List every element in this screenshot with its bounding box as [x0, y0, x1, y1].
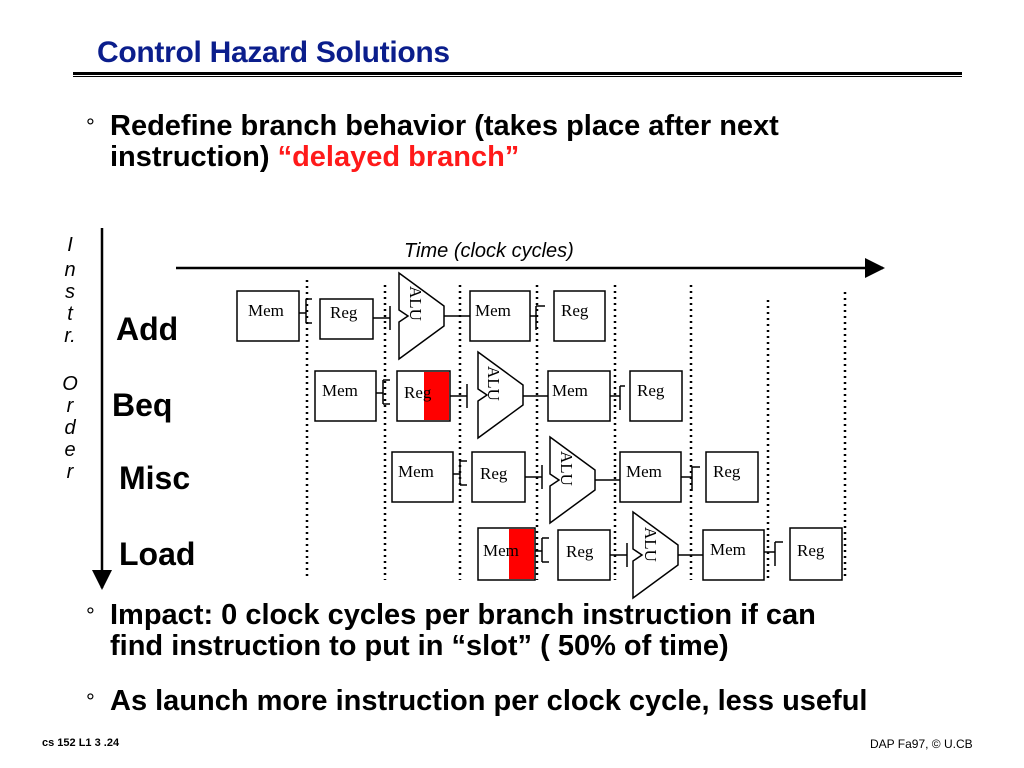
- alu-stage-shape: [632, 510, 679, 600]
- stage-connector: [681, 466, 700, 491]
- axis-letter: r: [66, 395, 74, 417]
- alu-stage-label: ALU: [641, 527, 660, 562]
- bullet-impact: ° Impact: 0 clock cycles per branch inst…: [86, 600, 986, 664]
- stage-connector: [530, 305, 545, 330]
- stage-connector: [610, 385, 625, 410]
- axis-letter: t: [67, 303, 73, 325]
- reg-stage-label: Reg: [566, 542, 594, 561]
- alu-stage-label: ALU: [406, 286, 425, 321]
- stage-connector: [525, 465, 543, 489]
- mem-stage-label: Mem: [483, 541, 519, 560]
- instr-label-misc: Misc: [119, 460, 191, 496]
- mem-stage-box: [619, 451, 682, 503]
- alu-stage-shape: [398, 271, 445, 361]
- footer-course-label: cs 152 L1 3 .24: [42, 737, 120, 749]
- instr-order-axis-label: I n s t r. O r d e r: [60, 234, 80, 483]
- alu-stage-label: ALU: [484, 366, 503, 401]
- bullet-mark: °: [86, 114, 95, 139]
- time-axis-label: Time (clock cycles): [404, 240, 574, 262]
- reg-stage-label: Reg: [404, 383, 432, 402]
- axis-letter: d: [64, 417, 76, 439]
- bullet-mark: °: [86, 689, 95, 714]
- reg-stage-box: [553, 290, 606, 342]
- reg-stage-box: [319, 298, 374, 340]
- stage-connector: [535, 537, 549, 563]
- hazard-highlight: [424, 372, 449, 420]
- pipeline-row-misc: Mem Reg ALU Mem Reg: [391, 435, 759, 525]
- reg-stage-box: [629, 370, 683, 422]
- bullet-line-2: find instruction to put in “slot” ( 50% …: [110, 630, 729, 662]
- alu-stage-label: ALU: [557, 451, 576, 486]
- reg-stage-label: Reg: [797, 541, 825, 560]
- axis-letter: e: [64, 439, 76, 461]
- reg-stage-box: [557, 529, 611, 581]
- alu-stage-shape: [549, 435, 596, 525]
- stage-connector: [299, 298, 312, 324]
- axis-letter: I: [67, 234, 73, 256]
- instr-label-add: Add: [116, 311, 179, 347]
- bullet-text: instruction): [110, 141, 270, 173]
- mem-stage-label: Mem: [248, 301, 284, 320]
- stage-connector: [450, 384, 468, 408]
- stage-connector: [453, 460, 467, 486]
- pipeline-row-add: Mem Reg ALU Mem Reg: [236, 271, 606, 361]
- mem-stage-box: [702, 529, 765, 581]
- pipeline-row-load: Mem Reg ALU Mem Reg: [477, 510, 843, 600]
- mem-stage-label: Mem: [475, 301, 511, 320]
- bullet-line: As launch more instruction per clock cyc…: [110, 685, 868, 717]
- axis-letter: s: [65, 281, 75, 303]
- bullet-line-2: instruction) “delayed branch”: [110, 142, 519, 173]
- instr-label-load: Load: [119, 536, 196, 572]
- mem-stage-box: [547, 370, 611, 422]
- axis-letter: O: [62, 373, 78, 395]
- reg-stage-box: [789, 527, 843, 581]
- mem-stage-box: [314, 370, 377, 422]
- instr-label-beq: Beq: [112, 387, 173, 423]
- delayed-branch-emphasis: “delayed branch”: [277, 141, 520, 173]
- reg-stage-box: [705, 451, 759, 503]
- mem-stage-label: Mem: [398, 462, 434, 481]
- stage-connector: [376, 379, 390, 405]
- reg-stage-label: Reg: [637, 381, 665, 400]
- mem-stage-box: [391, 451, 454, 503]
- slide-title: Control Hazard Solutions: [97, 36, 450, 69]
- mem-stage-box: [469, 290, 531, 342]
- mem-stage-box: [236, 290, 300, 342]
- axis-letter: n: [64, 259, 76, 281]
- bullet-mark: °: [86, 603, 95, 628]
- hazard-highlight: [509, 529, 534, 579]
- stage-connector: [764, 541, 783, 566]
- footer-copyright: DAP Fa97, © U.CB: [870, 737, 973, 751]
- stage-connector: [610, 543, 628, 567]
- axis-letter: r.: [64, 325, 76, 347]
- mem-stage-label: Mem: [626, 462, 662, 481]
- reg-stage-label: Reg: [561, 301, 589, 320]
- axis-letter: r: [66, 461, 74, 483]
- reg-stage-label: Reg: [713, 462, 741, 481]
- reg-stage-label: Reg: [480, 464, 508, 483]
- bullet-multi-issue: ° As launch more instruction per clock c…: [86, 686, 1016, 720]
- pipeline-row-beq: Mem Reg ALU Mem Reg: [314, 350, 683, 440]
- bullet-delayed-branch: ° Redefine branch behavior (takes place …: [86, 111, 986, 175]
- reg-stage-label: Reg: [330, 303, 358, 322]
- mem-stage-label: Mem: [710, 540, 746, 559]
- bullet-line: Redefine branch behavior (takes place af…: [110, 110, 779, 142]
- bullet-line: Impact: 0 clock cycles per branch instru…: [110, 599, 816, 631]
- cycle-boundaries: [305, 280, 847, 580]
- mem-stage-label: Mem: [322, 381, 358, 400]
- stage-connector: [373, 306, 391, 330]
- mem-stage-label: Mem: [552, 381, 588, 400]
- reg-stage-box: [471, 451, 526, 503]
- title-rule: [73, 72, 962, 77]
- alu-stage-shape: [477, 350, 524, 440]
